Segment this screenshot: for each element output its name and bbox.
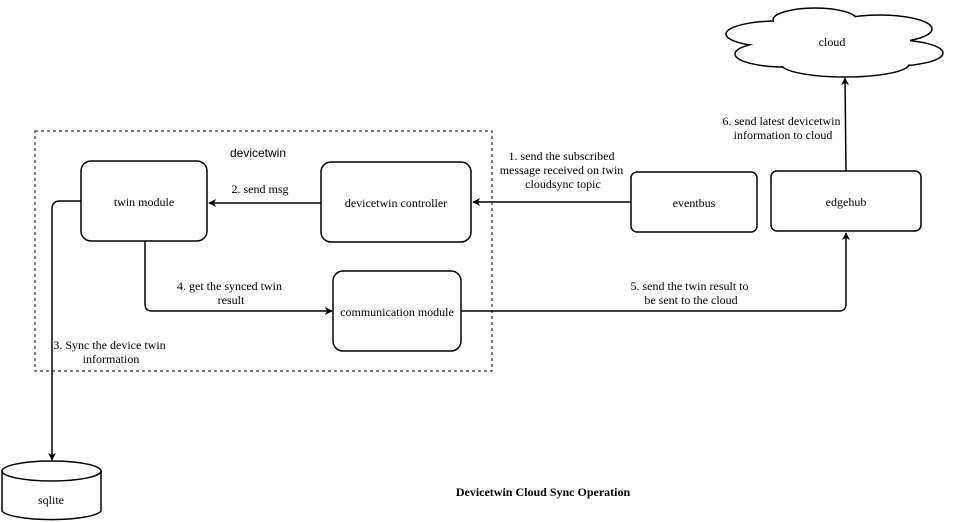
node-eventbus-label: eventbus <box>673 196 716 210</box>
edge-label-step3: 3. Sync the device twin information <box>53 338 168 366</box>
node-communication-module: communication module <box>332 270 462 352</box>
devicetwin-group <box>34 130 493 372</box>
edge-edgehub-to-cloud <box>841 77 850 172</box>
edge-label-step2: 2. send msg <box>232 182 289 196</box>
edge-communication-to-edgehub <box>461 232 850 312</box>
cloud-icon <box>725 7 944 78</box>
node-sqlite-label: sqlite <box>38 493 64 507</box>
diagram-title: Devicetwin Cloud Sync Operation <box>456 485 631 499</box>
edge-label-step4: 4. get the synced twin result <box>177 279 285 307</box>
node-devicetwin-controller-label: devicetwin controller <box>345 196 447 210</box>
node-devicetwin-controller: devicetwin controller <box>320 161 472 243</box>
node-twin-module-label: twin module <box>114 195 174 209</box>
node-edgehub: edgehub <box>770 170 922 232</box>
devicetwin-group-label: devicetwin <box>230 146 286 160</box>
node-communication-module-label: communication module <box>340 305 454 319</box>
edge-label-step6: 6. send latest devicetwin information to… <box>723 114 844 142</box>
database-icon <box>1 460 102 521</box>
edge-twin-module-to-communication <box>144 241 333 315</box>
node-cloud: cloud <box>725 7 944 78</box>
node-cloud-label: cloud <box>819 35 846 49</box>
edge-twin-module-to-sqlite <box>48 200 81 461</box>
edge-label-step5: 5. send the twin result to be sent to th… <box>631 279 752 307</box>
node-sqlite: sqlite <box>1 460 102 521</box>
edge-label-step1: 1. send the subscribed message received … <box>500 149 627 191</box>
node-eventbus: eventbus <box>630 171 758 233</box>
node-edgehub-label: edgehub <box>826 195 867 209</box>
node-twin-module: twin module <box>80 160 208 242</box>
